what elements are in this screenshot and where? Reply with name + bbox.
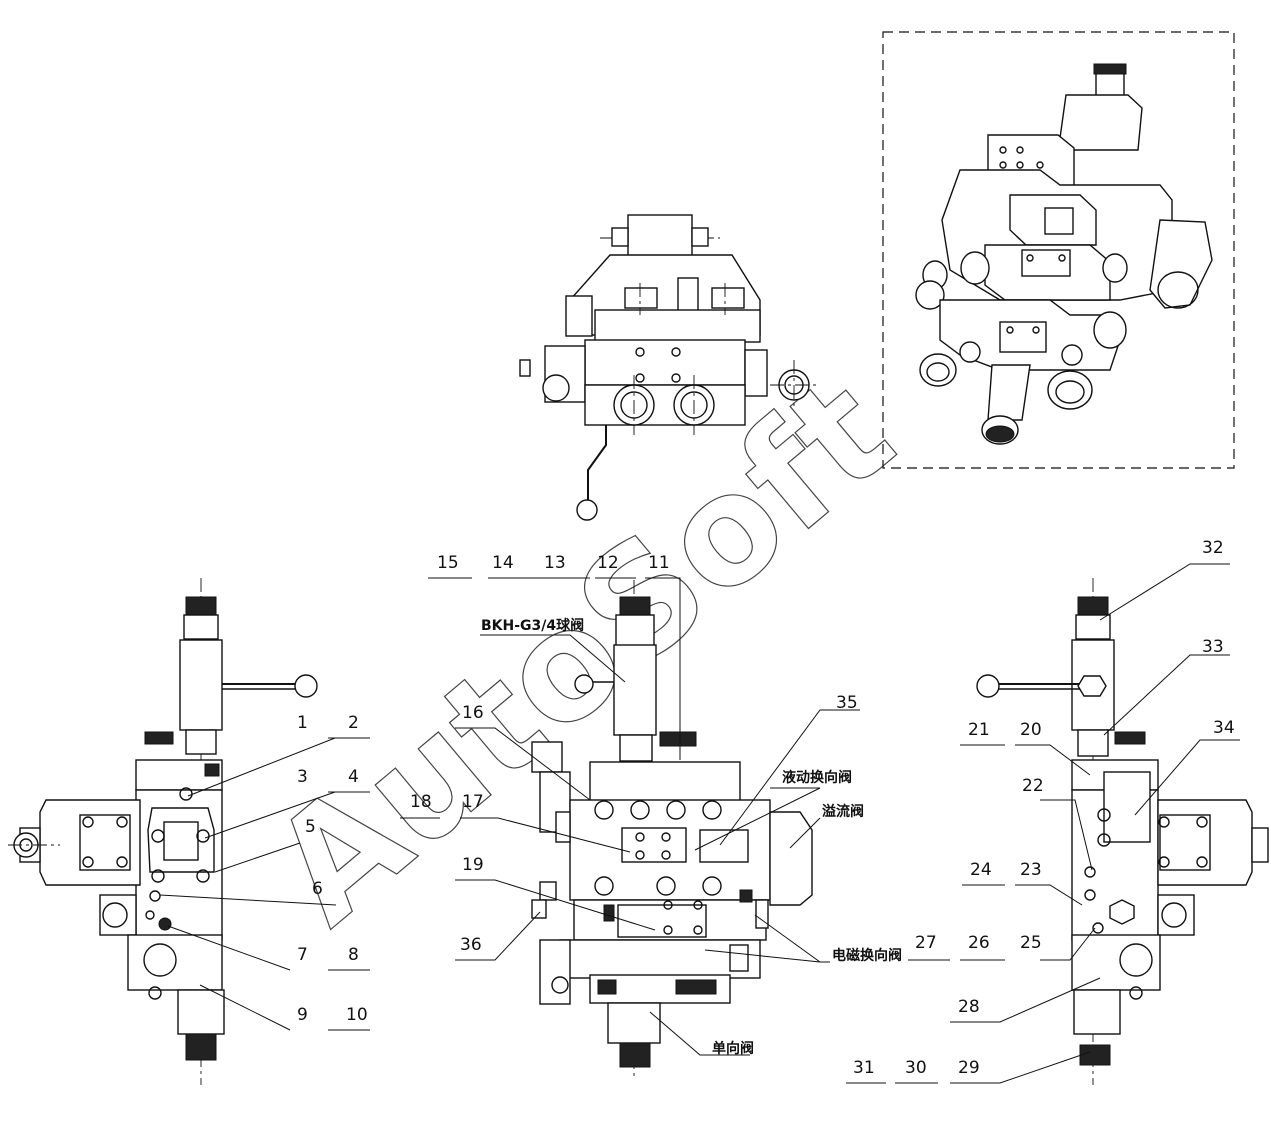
callout-25: 25 (1020, 933, 1042, 953)
leader-lines (159, 563, 1240, 1084)
callout-36: 36 (460, 935, 482, 955)
callout-26: 26 (968, 933, 990, 953)
callout-15: 15 (437, 553, 459, 573)
isometric-view (882, 31, 1235, 469)
callout-numbers: 1 2 3 4 5 6 7 8 9 10 11 12 13 14 15 16 1… (297, 538, 1235, 1078)
isometric-frame (882, 31, 1235, 469)
callout-9: 9 (297, 1005, 308, 1025)
callout-30: 30 (905, 1058, 927, 1078)
label-check-valve: 单向阀 (712, 1040, 754, 1057)
label-solenoid-reversing-valve: 电磁换向阀 (832, 947, 902, 964)
callout-3: 3 (297, 767, 308, 787)
callout-4: 4 (348, 767, 359, 787)
callout-33: 33 (1202, 637, 1224, 657)
callout-13: 13 (544, 553, 566, 573)
callout-14: 14 (492, 553, 514, 573)
right-view (976, 578, 1269, 1085)
label-hydraulic-reversing-valve: 液动换向阀 (782, 769, 852, 786)
callout-28: 28 (958, 997, 980, 1017)
left-view (8, 578, 318, 1085)
callout-29: 29 (958, 1058, 980, 1078)
top-view (519, 214, 820, 521)
callout-22: 22 (1022, 776, 1044, 796)
callout-17: 17 (462, 792, 484, 812)
callout-10: 10 (346, 1005, 368, 1025)
callout-12: 12 (597, 553, 619, 573)
callout-35: 35 (836, 693, 858, 713)
callout-18: 18 (410, 792, 432, 812)
callout-34: 34 (1213, 718, 1235, 738)
callout-24: 24 (970, 860, 992, 880)
callout-21: 21 (968, 720, 990, 740)
callout-20: 20 (1020, 720, 1042, 740)
callout-19: 19 (462, 855, 484, 875)
callout-8: 8 (348, 945, 359, 965)
callout-23: 23 (1020, 860, 1042, 880)
callout-31: 31 (853, 1058, 875, 1078)
callout-1: 1 (297, 713, 308, 733)
front-view (531, 580, 813, 1080)
callout-6: 6 (312, 879, 323, 899)
label-relief-valve: 溢流阀 (822, 803, 864, 820)
part-labels: BKH-G3/4球阀 液动换向阀 溢流阀 电磁换向阀 单向阀 (481, 617, 902, 1057)
label-ball-valve: BKH-G3/4球阀 (481, 617, 584, 634)
callout-32: 32 (1202, 538, 1224, 558)
callout-7: 7 (297, 945, 308, 965)
callout-2: 2 (348, 713, 359, 733)
callout-11: 11 (648, 553, 670, 573)
callout-5: 5 (305, 817, 316, 837)
callout-27: 27 (915, 933, 937, 953)
callout-16: 16 (462, 703, 484, 723)
